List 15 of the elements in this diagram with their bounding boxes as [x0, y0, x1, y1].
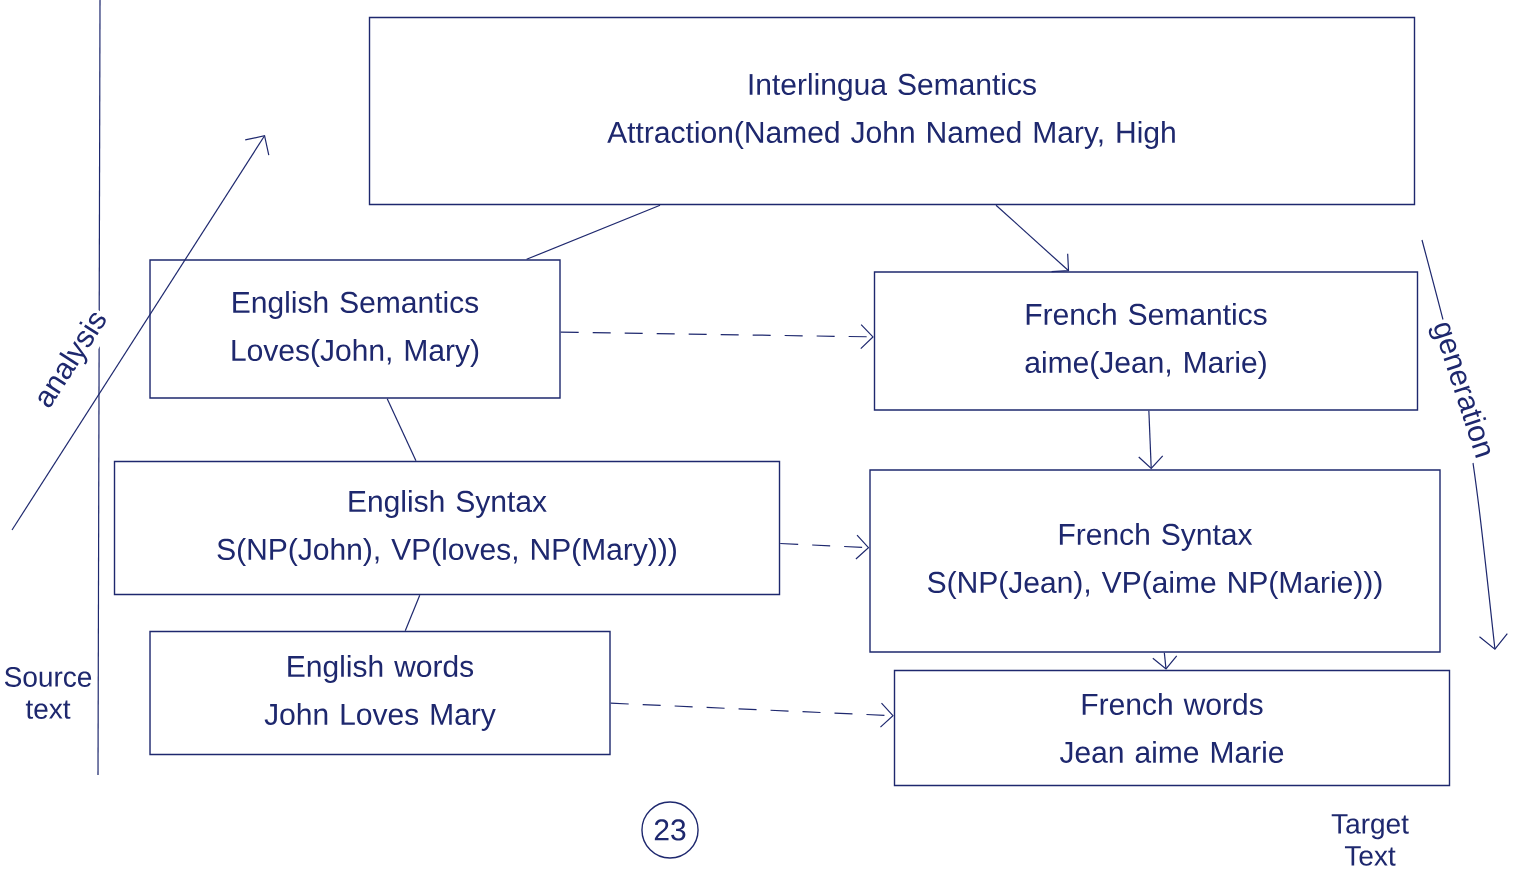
page-number: 23	[641, 801, 699, 859]
side-label: Source text	[4, 667, 92, 719]
text-box: Interlingua Semantics Attraction(Named John Named Mary, High	[368, 16, 1416, 206]
arrow	[995, 204, 1070, 273]
text-box: English Semantics Loves(John, Mary)	[149, 259, 561, 399]
arrow	[1138, 410, 1164, 470]
text-box: French Semantics aime(Jean, Marie)	[873, 271, 1419, 411]
side-label: Target Text	[1331, 814, 1409, 866]
arrow	[610, 702, 894, 728]
text-box: English words John Loves Mary	[149, 630, 611, 756]
arrow	[560, 324, 874, 350]
text-box: French Syntax S(NP(Jean), VP(aime NP(Marie)))	[869, 469, 1441, 653]
arrow	[779, 534, 870, 560]
text-box: English Syntax S(NP(John), VP(loves, NP(Mary)))	[113, 460, 781, 596]
text-box: French words Jean aime Marie	[893, 669, 1451, 787]
